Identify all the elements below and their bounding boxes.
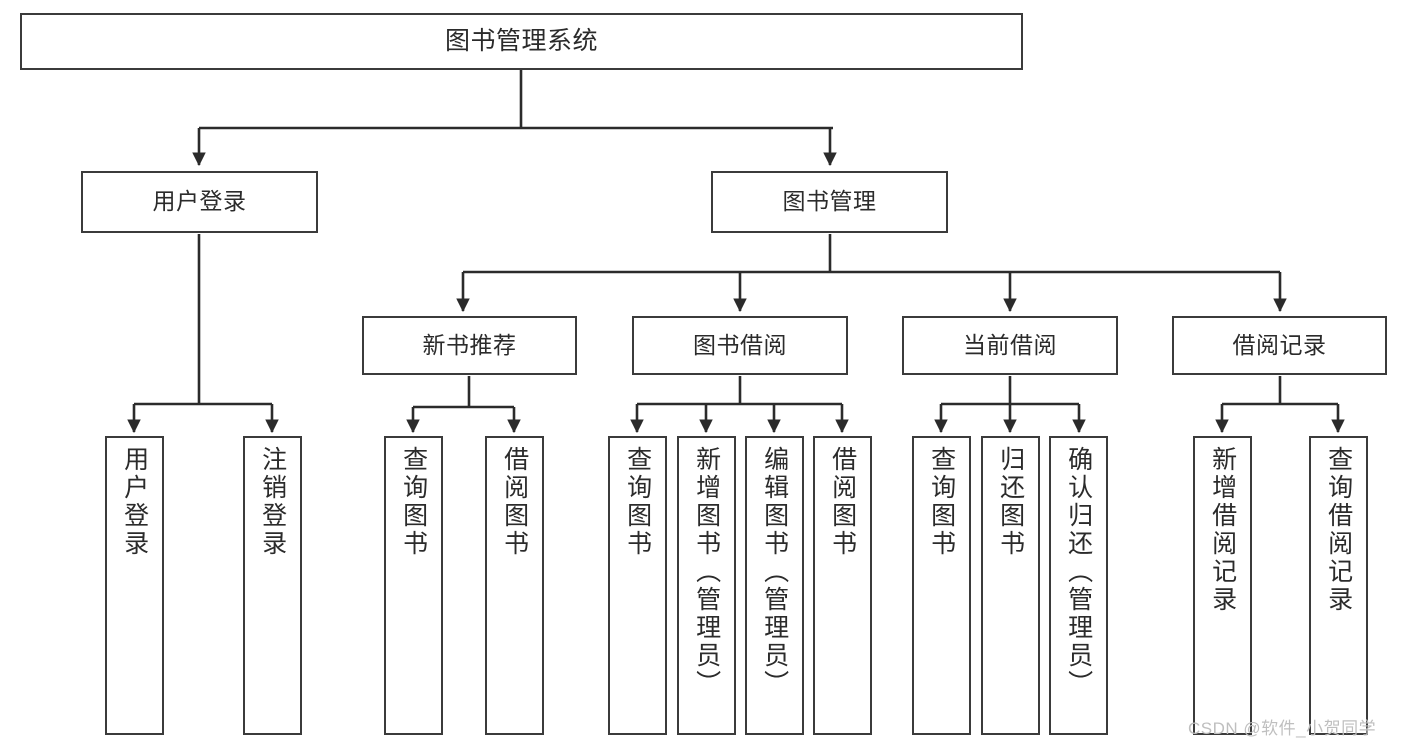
node-leaf-query-book-current[interactable]: 查询图书 <box>912 436 971 735</box>
node-label: 新书推荐 <box>422 331 517 358</box>
node-leaf-add-book-admin[interactable]: 新增图书（管理员） <box>677 436 736 735</box>
node-new-book-recommend[interactable]: 新书推荐 <box>362 316 577 375</box>
node-label: 查询图书 <box>927 446 956 558</box>
node-label: 编辑图书（管理员） <box>760 446 789 698</box>
node-leaf-borrow-book-recommend[interactable]: 借阅图书 <box>485 436 544 735</box>
node-label: 注销登录 <box>258 446 287 558</box>
node-leaf-query-borrow-record[interactable]: 查询借阅记录 <box>1309 436 1368 735</box>
node-label: 归还图书 <box>996 446 1025 558</box>
node-label: 查询借阅记录 <box>1324 446 1353 614</box>
node-leaf-return-book[interactable]: 归还图书 <box>981 436 1040 735</box>
node-current-borrow[interactable]: 当前借阅 <box>902 316 1118 375</box>
node-borrow-record[interactable]: 借阅记录 <box>1172 316 1387 375</box>
node-label: 借阅图书 <box>828 446 857 558</box>
node-label: 查询图书 <box>623 446 652 558</box>
node-label: 新增图书（管理员） <box>692 446 721 698</box>
node-root-book-management-system[interactable]: 图书管理系统 <box>20 13 1023 70</box>
node-leaf-borrow-book[interactable]: 借阅图书 <box>813 436 872 735</box>
node-leaf-add-borrow-record[interactable]: 新增借阅记录 <box>1193 436 1252 735</box>
node-leaf-query-book-borrow[interactable]: 查询图书 <box>608 436 667 735</box>
node-user-login[interactable]: 用户登录 <box>81 171 318 233</box>
node-book-management[interactable]: 图书管理 <box>711 171 948 233</box>
node-label: 用户登录 <box>152 188 247 215</box>
node-leaf-query-book-recommend[interactable]: 查询图书 <box>384 436 443 735</box>
node-leaf-confirm-return-admin[interactable]: 确认归还（管理员） <box>1049 436 1108 735</box>
node-label: 新增借阅记录 <box>1208 446 1237 614</box>
node-label: 确认归还（管理员） <box>1064 446 1093 698</box>
watermark: CSDN @软件_小贺同学 <box>1188 719 1377 738</box>
node-label: 图书管理系统 <box>444 26 598 55</box>
node-label: 借阅记录 <box>1232 331 1327 358</box>
node-leaf-edit-book-admin[interactable]: 编辑图书（管理员） <box>745 436 804 735</box>
node-leaf-user-login[interactable]: 用户登录 <box>105 436 164 735</box>
node-label: 借阅图书 <box>500 446 529 558</box>
node-label: 用户登录 <box>120 446 149 558</box>
node-label: 图书借阅 <box>693 331 787 358</box>
node-label: 当前借阅 <box>963 331 1057 358</box>
node-label: 查询图书 <box>399 446 428 558</box>
node-leaf-logout-login[interactable]: 注销登录 <box>243 436 302 735</box>
node-label: 图书管理 <box>782 188 877 215</box>
node-book-borrow[interactable]: 图书借阅 <box>632 316 848 375</box>
